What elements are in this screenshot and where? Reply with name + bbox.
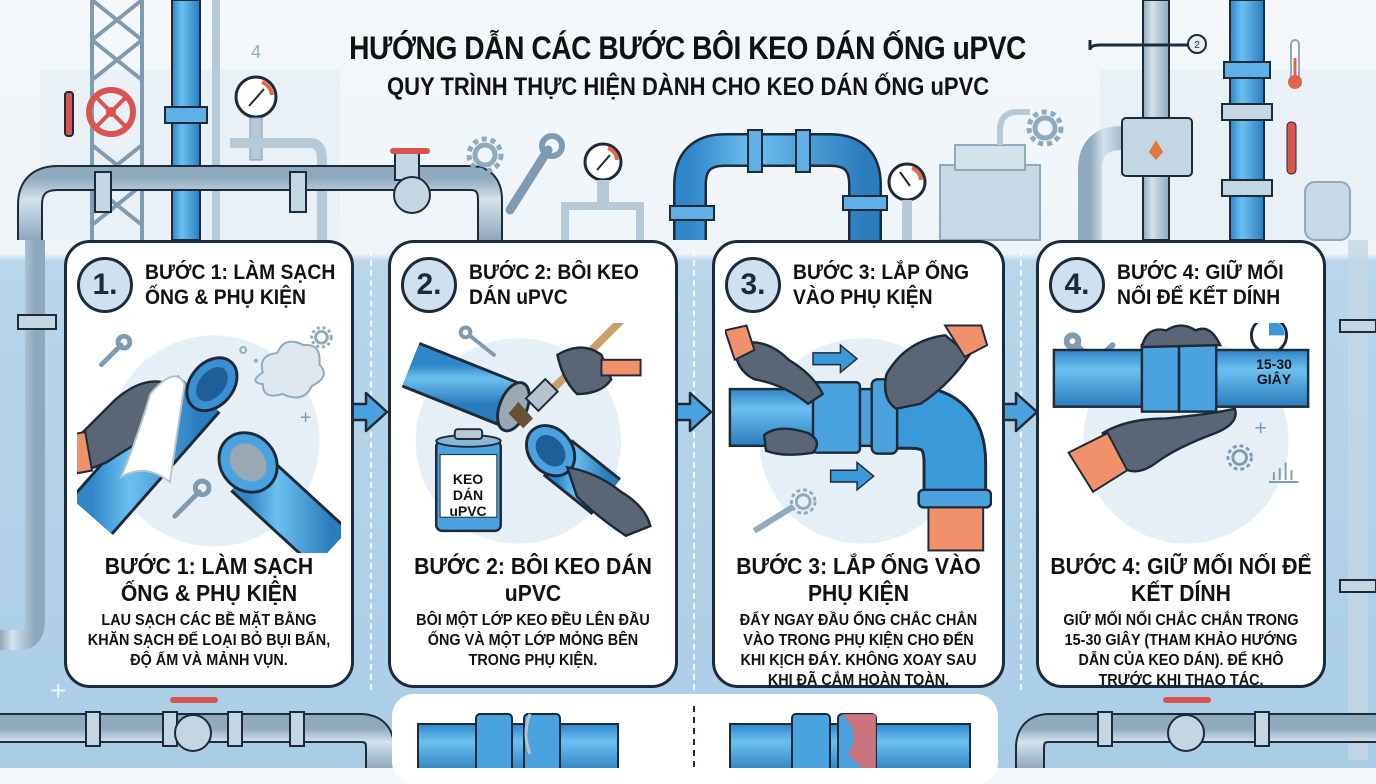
step-body: BƯỚC 2: BÔI KEO DÁN uPVC BÔI MỘT LỚP KEO…	[391, 553, 675, 671]
pressure-gauge-icon	[561, 142, 644, 240]
dust-cloud-icon	[254, 340, 325, 399]
pipe-joint-incorrect-icon	[729, 713, 971, 775]
timer-value: 15-30	[1256, 356, 1292, 372]
cloth-icon	[118, 375, 186, 484]
step-title: BƯỚC 1: LÀM SẠCH ỐNG & PHỤ KIỆN	[104, 553, 314, 606]
elbow-fitting-icon	[870, 378, 992, 552]
cleaning-illustration: +	[77, 326, 341, 553]
step-heading: BƯỚC 1: LÀM SẠCH ỐNG & PHỤ KIỆN	[145, 261, 336, 309]
step-card-1: 1. BƯỚC 1: LÀM SẠCH ỐNG & PHỤ KIỆN	[64, 240, 354, 688]
gear-icon	[752, 488, 817, 534]
step-title: BƯỚC 3: LẮP ỐNG VÀO PHỤ KIỆN	[736, 553, 981, 606]
step-header: 3. BƯỚC 3: LẮP ỐNG VÀO PHỤ KIỆN	[725, 257, 1003, 313]
step-number-badge: 4.	[1049, 257, 1105, 313]
step-description: BÔI MỘT LỚP KEO ĐỀU LÊN ĐẦU ỐNG VÀ MỘT L…	[416, 612, 650, 669]
step-header: 1. BƯỚC 1: LÀM SẠCH ỐNG & PHỤ KIỆN	[77, 257, 360, 313]
step-title: BƯỚC 4: GIỮ MỐI NỐI ĐỂ KẾT DÍNH	[1050, 553, 1312, 606]
svg-text:+: +	[1254, 416, 1267, 440]
divider	[370, 250, 372, 690]
svg-text:+: +	[50, 675, 66, 706]
glue-can-icon	[434, 428, 502, 533]
step-card-4: 4. BƯỚC 4: GIỮ MỐI NỐI ĐỂ KẾT DÍNH + 15-…	[1036, 240, 1326, 691]
background-pipe-scenery: 4 2	[0, 0, 1376, 768]
pipe-joint-icon	[1052, 343, 1310, 413]
divider	[1020, 250, 1022, 690]
step-heading: BƯỚC 4: GIỮ MỐI NỐI ĐỂ KẾT DÍNH	[1117, 261, 1284, 309]
gear-icon	[310, 326, 333, 349]
pipe-joint-correct-icon	[417, 713, 619, 775]
pipe-valve-icon	[390, 148, 431, 214]
step-body: BƯỚC 4: GIỮ MỐI NỐI ĐỂ KẾT DÍNH GIỮ MỐI …	[1039, 553, 1323, 691]
step-description: GIỮ MỐI NỐI CHẮC CHẮN TRONG 15-30 GIÂY (…	[1063, 612, 1299, 689]
svg-text:2: 2	[1194, 40, 1200, 51]
gear-icon	[466, 136, 504, 174]
glove-hand-icon	[725, 324, 825, 456]
pressure-gauge-icon: 4	[212, 0, 327, 240]
pipe-icon	[217, 431, 341, 553]
step-body: BƯỚC 1: LÀM SẠCH ỐNG & PHỤ KIỆN LAU SẠCH…	[67, 553, 351, 671]
step-number-badge: 1.	[77, 257, 133, 313]
svg-text:+: +	[300, 406, 311, 428]
wrench-icon	[172, 478, 212, 519]
glue-can-label: KEO DÁN uPVC	[449, 471, 487, 519]
push-arrow-icon	[812, 343, 859, 375]
step-body: BƯỚC 3: LẮP ỐNG VÀO PHỤ KIỆN ĐẨY NGAY ĐẦ…	[715, 553, 1002, 691]
stopwatch-icon	[1249, 323, 1289, 355]
step-card-3: 3. BƯỚC 3: LẮP ỐNG VÀO PHỤ KIỆN	[712, 240, 1005, 691]
gear-icon	[1026, 109, 1064, 147]
step-description: LAU SẠCH CÁC BỀ MẶT BẰNG KHĂN SẠCH ĐỂ LO…	[87, 612, 331, 669]
valve-wheel-icon	[64, 87, 136, 137]
pipe-icon	[728, 381, 881, 454]
timer-unit: GIÂY	[1256, 371, 1292, 387]
step-description: ĐẨY NGAY ĐẦU ỐNG CHẮC CHẮN VÀO TRONG PHỤ…	[739, 612, 978, 689]
step-card-2: 2. BƯỚC 2: BÔI KEO DÁN uPVC	[388, 240, 678, 688]
joint-comparison-illustration	[417, 706, 971, 775]
glove-hand-icon	[883, 324, 989, 410]
wrench-icon	[99, 333, 133, 368]
step-number-badge: 2.	[401, 257, 457, 313]
divider	[693, 250, 695, 690]
chart-icon	[1269, 462, 1299, 483]
wrench-icon	[505, 145, 553, 215]
step-header: 2. BƯỚC 2: BÔI KEO DÁN uPVC	[401, 257, 669, 313]
step-number-badge: 3.	[725, 257, 781, 313]
svg-text:4: 4	[251, 42, 261, 62]
step-title: BƯỚC 2: BÔI KEO DÁN uPVC	[414, 553, 652, 606]
apply-glue-illustration	[401, 323, 652, 544]
insert-pipe-illustration	[725, 324, 992, 552]
step-heading: BƯỚC 2: BÔI KEO DÁN uPVC	[469, 261, 639, 309]
glove-hand-icon	[565, 465, 652, 538]
page-title: HƯỚNG DẪN CÁC BƯỚC BÔI KEO DÁN ỐNG uPVC	[349, 30, 1027, 66]
thermometer-icon	[1288, 39, 1302, 89]
step-heading: BƯỚC 3: LẮP ỐNG VÀO PHỤ KIỆN	[793, 261, 969, 309]
brush-icon	[508, 323, 625, 429]
glove-hand-icon	[1067, 324, 1237, 494]
joint-comparison-panel	[392, 694, 998, 784]
page-subtitle: QUY TRÌNH THỰC HIỆN DÀNH CHO KEO DÁN ỐNG…	[386, 73, 990, 101]
timer-label: 15-30 GIÂY	[1249, 357, 1299, 387]
step-header: 4. BƯỚC 4: GIỮ MỐI NỐI ĐỂ KẾT DÍNH	[1049, 257, 1317, 313]
header: HƯỚNG DẪN CÁC BƯỚC BÔI KEO DÁN ỐNG uPVC …	[0, 30, 1376, 102]
pressure-gauge-icon	[887, 162, 927, 240]
push-arrow-icon	[829, 460, 875, 492]
hold-joint-illustration: +	[1052, 323, 1310, 544]
wrench-icon	[458, 325, 496, 357]
glove-hand-icon	[556, 346, 642, 396]
